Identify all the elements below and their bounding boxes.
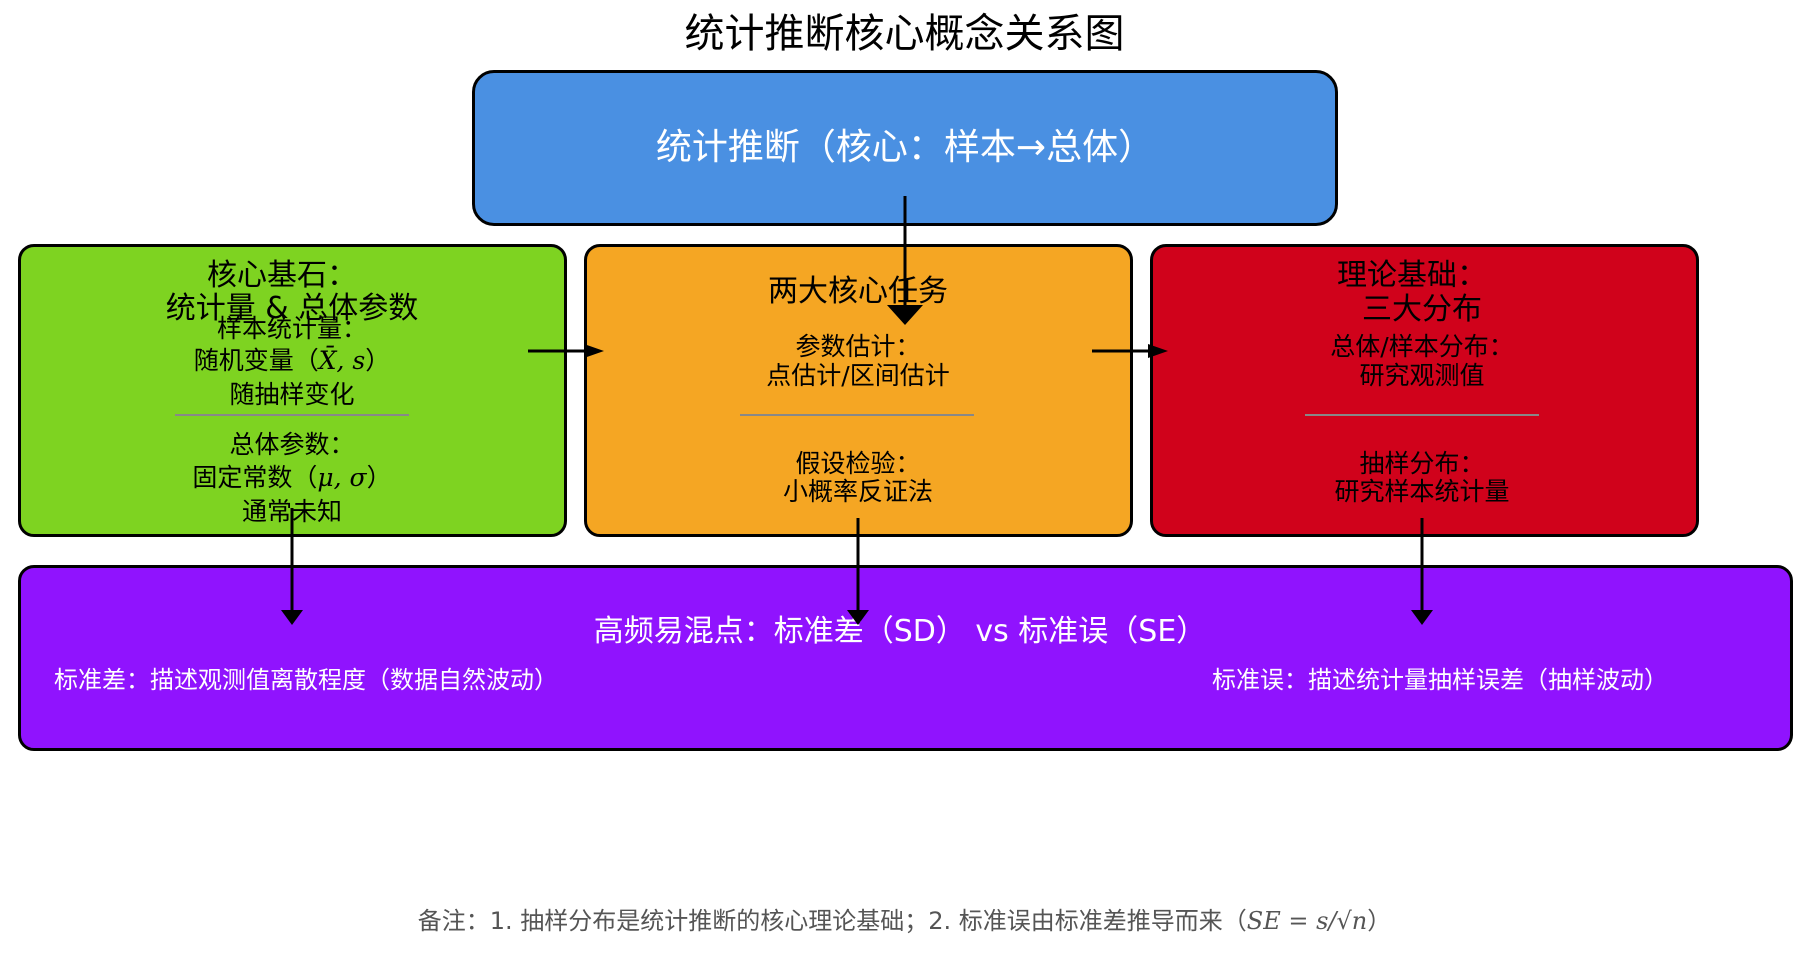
diagram-title: 统计推断核心概念关系图	[684, 11, 1125, 57]
theory-heading-line1: 理论基础：	[1337, 258, 1487, 293]
core-tasks-heading: 两大核心任务	[768, 274, 948, 309]
sample-statistic-desc: 随机变量（X̄, s）	[193, 346, 391, 375]
sd-vs-se-box	[18, 565, 1793, 751]
parameter-estimation-label: 参数估计：	[795, 332, 921, 361]
sampling-distribution-desc: 研究样本统计量	[1334, 477, 1510, 506]
arrowhead-tasks-to-bottom	[847, 610, 869, 625]
sample-statistic-note: 随抽样变化	[229, 380, 355, 409]
population-sample-distribution-desc: 研究观测值	[1359, 361, 1485, 390]
arrowhead-foundation-to-bottom	[281, 610, 303, 625]
se-description: 标准误：描述统计量抽样误差（抽样波动）	[1212, 666, 1668, 694]
core-tasks-divider	[740, 414, 974, 416]
sample-statistic-symbols: X̄, s	[318, 346, 366, 375]
arrowhead-tasks-to-theory	[1148, 344, 1168, 358]
foundation-divider	[175, 414, 409, 416]
sd-description: 标准差：描述观测值离散程度（数据自然波动）	[54, 666, 558, 694]
population-parameter-symbols: μ, σ	[317, 463, 367, 492]
sd-vs-se-title: 高频易混点：标准差（SD） vs 标准误（SE）	[593, 614, 1207, 649]
arrowhead-inference-to-tasks	[887, 305, 923, 325]
se-formula: SE = s/√n	[1246, 907, 1368, 935]
theory-divider	[1305, 414, 1539, 416]
population-sample-distribution-label: 总体/样本分布：	[1330, 332, 1514, 361]
arrowhead-foundation-to-tasks	[584, 344, 604, 358]
arrowhead-theory-to-bottom	[1411, 610, 1433, 625]
population-parameter-desc: 固定常数（μ, σ）	[192, 463, 392, 492]
parameter-estimation-desc: 点估计/区间估计	[766, 361, 950, 390]
foundation-box	[18, 244, 567, 537]
population-parameter-label: 总体参数：	[229, 430, 355, 459]
theory-box	[1150, 244, 1699, 537]
sample-statistic-label: 样本统计量：	[216, 314, 368, 343]
statistical-inference-label: 统计推断（核心：样本→总体）	[655, 127, 1155, 168]
foundation-heading-line2: 统计量 & 总体参数	[165, 291, 419, 326]
hypothesis-test-desc: 小概率反证法	[782, 477, 934, 506]
theory-heading-line2: 三大分布	[1362, 292, 1482, 327]
hypothesis-test-label: 假设检验：	[795, 449, 921, 478]
footnote: 备注：1. 抽样分布是统计推断的核心理论基础；2. 标准误由标准差推导而来（SE…	[417, 907, 1392, 935]
foundation-heading-line1: 核心基石：	[207, 258, 357, 293]
core-tasks-box	[584, 244, 1133, 537]
sampling-distribution-label: 抽样分布：	[1359, 449, 1485, 478]
